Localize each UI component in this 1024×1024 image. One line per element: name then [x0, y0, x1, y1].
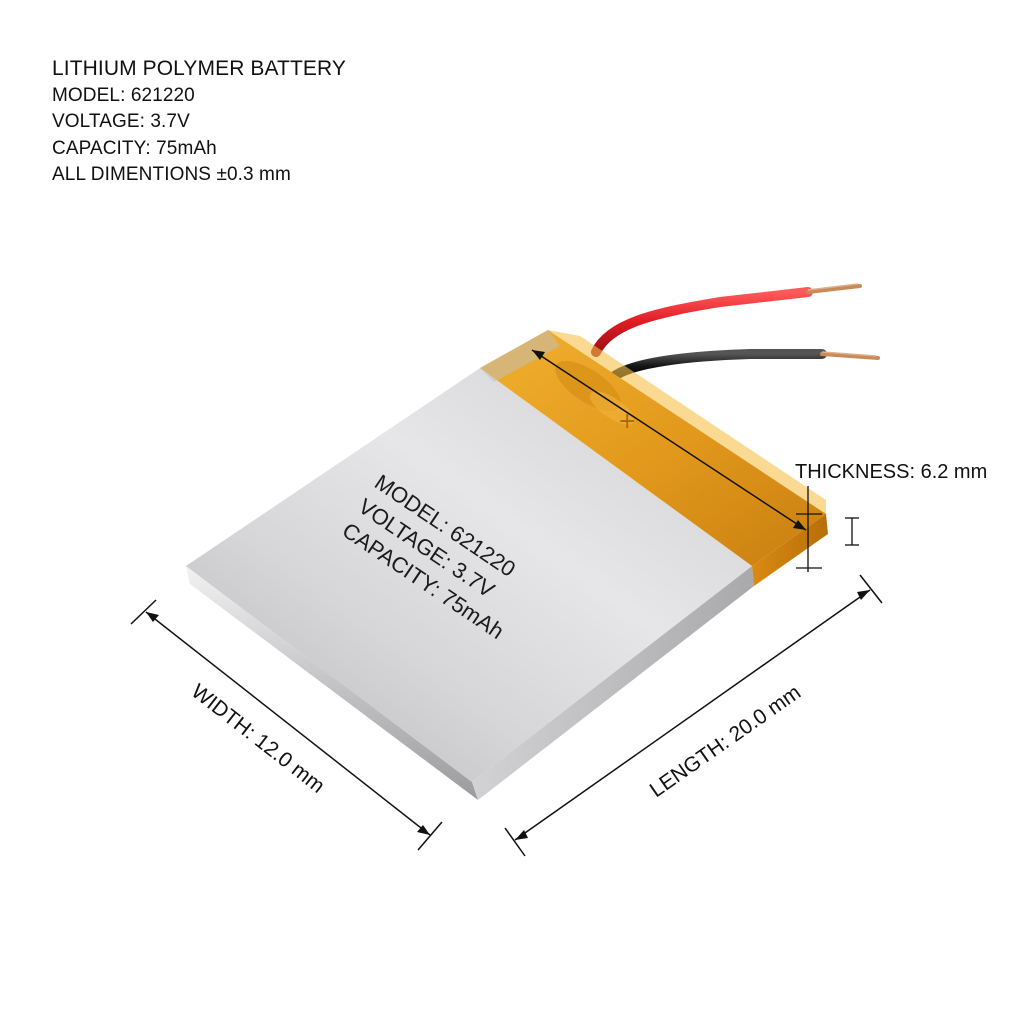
spec-tolerance: ALL DIMENTIONS ±0.3 mm	[52, 164, 291, 185]
thickness-indicator	[796, 486, 859, 572]
spec-capacity: CAPACITY: 75mAh	[52, 137, 217, 159]
tape-length-arrow	[531, 349, 807, 531]
spec-voltage: VOLTAGE: 3.7V	[52, 111, 190, 132]
red-wire	[591, 283, 862, 357]
width-dimension-line	[130, 599, 443, 851]
length-label: LENGTH: 20.0 mm	[646, 681, 805, 802]
thickness-label: THICKNESS: 6.2 mm	[795, 461, 987, 483]
black-wire	[607, 349, 880, 383]
length-dimension-line	[504, 574, 883, 857]
spec-text-block: LITHIUM POLYMER BATTERY MODEL: 621220 VO…	[52, 56, 346, 189]
battery-cell: +	[186, 330, 828, 800]
spec-model: MODEL: 621220	[52, 84, 195, 106]
product-title: LITHIUM POLYMER BATTERY	[52, 57, 347, 80]
